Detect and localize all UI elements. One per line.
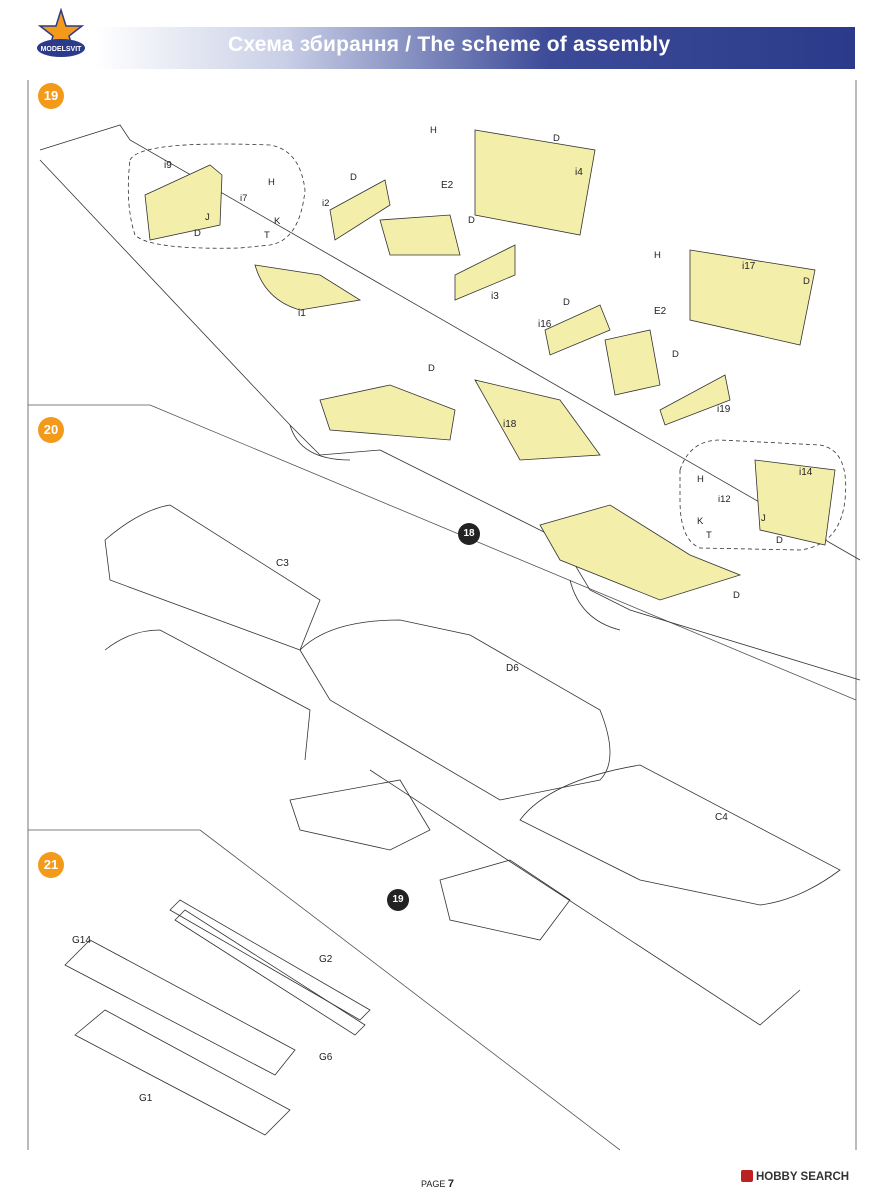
part-label-i14: i14	[799, 467, 813, 478]
watermark-text: HOBBY SEARCH	[756, 1171, 850, 1183]
part-label-i12: i12	[718, 494, 731, 505]
part-label-i7: i7	[240, 193, 248, 204]
part-label-k1: K	[274, 216, 281, 227]
part-label-i18: i18	[503, 419, 517, 430]
part-label-d3: D	[468, 215, 475, 226]
part-label-i2: i2	[322, 198, 330, 209]
part-label-g1: G1	[139, 1093, 153, 1104]
header-band	[95, 27, 855, 69]
part-label-t2: T	[706, 530, 712, 541]
part-label-d6: D	[563, 297, 570, 308]
ref-step-19: 19	[387, 889, 409, 911]
part-label-d8: D	[428, 363, 435, 374]
page-title: Схема збирання / The scheme of assembly	[228, 33, 671, 56]
part-label-e2b: E2	[654, 306, 667, 317]
part-label-i9: i9	[164, 160, 172, 171]
part-label-h4: H	[697, 474, 704, 485]
part-label-h1: H	[268, 177, 275, 188]
part-label-d2: D	[350, 172, 357, 183]
part-label-j2: J	[761, 513, 766, 524]
page-number: PAGE 7	[421, 1178, 454, 1190]
modelsvit-logo: MODELSVIT	[30, 7, 92, 70]
part-label-h3: H	[654, 250, 661, 261]
step-19-badge: 19	[38, 83, 64, 109]
part-label-i3: i3	[491, 291, 499, 302]
part-label-g2: G2	[319, 954, 333, 965]
part-label-d9: D	[776, 535, 783, 546]
part-label-g14: G14	[72, 935, 91, 946]
part-label-i1: i1	[298, 308, 306, 319]
page-label: PAGE	[421, 1179, 446, 1189]
hobby-search-logo-icon	[741, 1170, 753, 1182]
part-label-c4: C4	[715, 812, 728, 823]
part-label-g6: G6	[319, 1052, 333, 1063]
svg-text:MODELSVIT: MODELSVIT	[41, 46, 83, 53]
part-label-d1: D	[194, 228, 201, 239]
part-label-d10: D	[733, 590, 740, 601]
part-label-i19: i19	[717, 404, 731, 415]
part-label-j1: J	[205, 212, 210, 223]
part-label-k2: K	[697, 516, 704, 527]
part-label-e2a: E2	[441, 180, 454, 191]
part-label-h2: H	[430, 125, 437, 136]
part-label-d4: D	[553, 133, 560, 144]
ref-step-18: 18	[458, 523, 480, 545]
part-label-i17: i17	[742, 261, 756, 272]
page-number-value: 7	[447, 1178, 454, 1190]
part-label-i4: i4	[575, 167, 583, 178]
step-20-badge: 20	[38, 417, 64, 443]
watermark: HOBBY SEARCH	[741, 1170, 849, 1183]
step-21-badge: 21	[38, 852, 64, 878]
part-label-c3: C3	[276, 558, 289, 569]
part-label-t1: T	[264, 230, 270, 241]
part-label-d6-wing: D6	[506, 663, 519, 674]
part-label-i16: i16	[538, 319, 552, 330]
part-label-d5: D	[803, 276, 810, 287]
part-label-d7: D	[672, 349, 679, 360]
